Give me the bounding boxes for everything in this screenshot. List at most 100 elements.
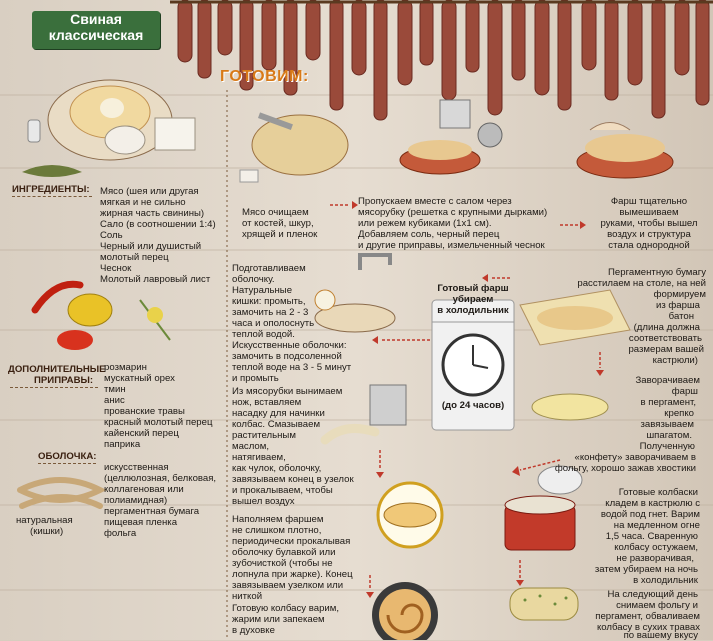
step-line: снимаем фольгу и (616, 600, 698, 611)
cooking-heading: ГОТОВИМ: (220, 68, 309, 85)
spice-line: анис (104, 395, 125, 406)
step-line: в пергамент, (640, 397, 696, 408)
step-line: батон (668, 311, 694, 322)
title-line-1: Свиная (70, 11, 122, 27)
title-line-2: классическая (48, 27, 144, 43)
step-line: «конфету» заворачиваем в (574, 452, 697, 463)
step-line: крепко (664, 408, 694, 419)
step-line: фарш (671, 386, 698, 397)
step-line: руками, чтобы вышел (600, 218, 698, 229)
step-line: или режем кубиками (1х1 см). (358, 218, 492, 229)
step-line: как чулок, оболочку, (232, 463, 322, 474)
step-line: Готовую колбасу варим, (232, 603, 340, 614)
step-line: расстилаем на столе, на ней (577, 278, 706, 289)
step-line: колбасу остужаем, (614, 542, 698, 553)
step-line: нож, вставляем (232, 397, 302, 408)
step-line: завязываем узелком или (232, 580, 344, 591)
step-line: Готовый фарш (437, 283, 509, 294)
step-line: хрящей и пленок (242, 229, 318, 240)
step-line: воздух и структура (607, 229, 691, 240)
step-line: Добавляем соль, черный перец (358, 229, 500, 240)
step-line: колбас. Смазываем (232, 419, 321, 430)
step-line: периодически прокалывая (232, 536, 351, 547)
mixing-bowl-illustration (576, 122, 674, 179)
cutting-board-illustration (239, 112, 349, 183)
step-line: (длина должна (633, 322, 700, 333)
step-line: кастрюли) (652, 355, 698, 366)
ingredient-line: Молотый лавровый лист (100, 274, 211, 285)
recipe-title-badge: Свиная классическая (32, 11, 160, 49)
step-line: затем убираем на ночь (594, 564, 698, 575)
step-line: вымешиваем (619, 207, 679, 218)
step-line: пергамент, обваливаем (595, 611, 700, 622)
step-line: замочить на 2 - 3 (232, 307, 309, 318)
herb-sausage-illustration (509, 587, 579, 621)
step-line: в духовке (232, 625, 275, 636)
fridge-time: (до 24 часов) (441, 400, 505, 411)
natural-casing-caption-2: (кишки) (30, 526, 64, 537)
step-line: убираем (452, 294, 494, 305)
ingredient-line: мягкая и не сильно (100, 197, 186, 208)
casing-line: фольга (104, 528, 137, 539)
step-line: Подготавливаем (232, 263, 306, 274)
step-line: замочить в подсоленной (232, 351, 342, 362)
ingredients-label: ИНГРЕДИЕНТЫ: (12, 184, 90, 195)
cooking-pot-illustration (504, 495, 576, 551)
step-line: в холодильник (437, 305, 509, 316)
step-line: фольгу, хорошо зажав хвостики (554, 463, 696, 474)
step-line: не слишком плотно, (232, 525, 322, 536)
casing-line: пергаментная бумага (104, 506, 200, 517)
casing-line: полиамидная) (104, 495, 168, 506)
spice-line: розмарин (104, 362, 147, 373)
step-line: водой под гнет. Варим (600, 509, 700, 520)
step-line: по вашему вкусу (623, 630, 698, 641)
step-line: не разворачивая, (616, 553, 694, 564)
step-line: от костей, шкур, (242, 218, 314, 229)
casing-line: коллагеновая или (104, 484, 184, 495)
hanging-sausages (177, 0, 710, 121)
spices-label-line1: ДОПОЛНИТЕЛЬНЫЕ (8, 364, 106, 375)
casing-line: искусственная (104, 462, 169, 473)
ingredient-line: Черный или душистый (100, 241, 202, 252)
spice-line: кайенский перец (104, 428, 179, 439)
step-line: оболочку. (232, 274, 275, 285)
step-line: лопнула при жарке). Конец (232, 569, 353, 580)
step-line: жарим или запекаем (232, 614, 325, 625)
casing-underline (38, 463, 96, 464)
ingredient-line: Сало (в соотношении 1:4) (100, 219, 216, 230)
step-line: Полученную (639, 441, 695, 452)
step-line: Натуральные (232, 285, 293, 296)
step-line: завязываем конец в узелок (232, 474, 354, 485)
step-line: Заворачиваем (635, 375, 700, 386)
step-line: оболочку булавкой или (232, 547, 336, 558)
step-line: Фарш тщательно (610, 196, 688, 207)
casing-label: ОБОЛОЧКА: (38, 451, 97, 462)
step-line: соответствовать (628, 333, 702, 344)
spice-line: тмин (104, 384, 126, 395)
fridge-illustration (431, 299, 515, 431)
filled-casing-illustration (376, 481, 444, 549)
step-line: теплой водой. (232, 329, 295, 340)
ingredient-line: молотый перец (100, 252, 169, 263)
spice-line: мускатный орех (104, 373, 175, 384)
step-line: размерам вашей (628, 344, 704, 355)
step-line: теплой воде на 3 - 5 минут (232, 362, 352, 373)
step-line: Мясо очищаем (242, 207, 309, 218)
step-line: вышел воздух (232, 496, 295, 507)
step-line: насадку для начинки (232, 408, 325, 419)
step-line: 1,5 часа. Сваренную (605, 531, 698, 542)
casing-line: пищевая пленка (104, 517, 178, 528)
wrapped-sausage-illustration (531, 393, 609, 495)
step-line: кладем в кастрюлю с (605, 498, 700, 509)
step-line: На следующий день (607, 589, 698, 600)
step-line: Искусственные оболочки: (232, 340, 347, 351)
step-line: маслом, (232, 441, 270, 452)
ingredient-line: жирная часть свинины) (100, 208, 205, 219)
step-line: Пергаментную бумагу (608, 267, 706, 278)
step-line: Наполняем фаршем (232, 514, 324, 525)
step-line: на медленном огне (613, 520, 700, 531)
step-line: натягиваем, (232, 452, 286, 463)
step-line: колбасу в сухих травах (596, 622, 700, 633)
step-line: Пропускаем вместе с салом через (358, 196, 512, 207)
